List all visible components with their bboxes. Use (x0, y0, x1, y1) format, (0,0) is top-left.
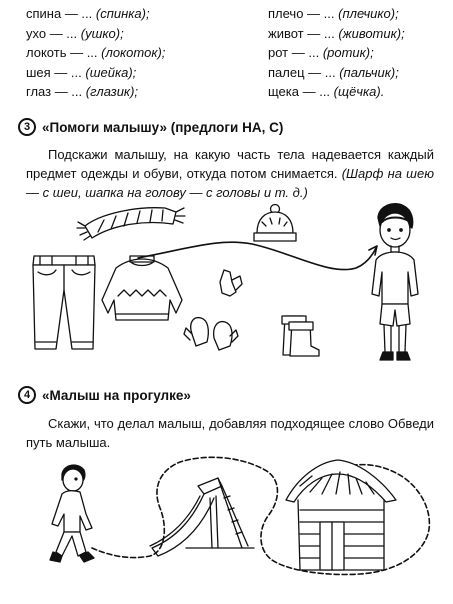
task3-text: Подскажи малышу, на какую часть тела над… (26, 147, 434, 181)
pants-icon (32, 255, 96, 350)
task4-text: Скажи, что делал малыш, добавляя подходя… (26, 416, 434, 450)
hat-icon (253, 203, 297, 242)
task3-number-badge: 3 (18, 118, 36, 136)
word-hint: (ушко); (80, 25, 124, 41)
word-row: ухо — ... (ушко); (26, 24, 165, 44)
word-row: шея — ... (шейка); (26, 63, 165, 83)
task4-number-badge: 4 (18, 386, 36, 404)
word: локоть — ... (26, 45, 98, 61)
word: шея — ... (26, 64, 82, 80)
word: плечо — ... (268, 6, 335, 21)
word-hint: (ротик); (322, 45, 374, 61)
gloves-icon (219, 269, 243, 297)
slide-icon (149, 477, 255, 557)
word-row: рот — ... (ротик); (268, 43, 405, 63)
word: глаз — ... (26, 84, 83, 100)
word-row: живот — ... (животик); (268, 24, 405, 44)
boots-icon (281, 315, 320, 357)
word-hint: (локоток); (101, 45, 166, 61)
word-hint: (щёчка). (333, 84, 385, 100)
walking-boy-icon (49, 464, 95, 563)
word-row: глаз — ... (глазик); (26, 82, 165, 102)
word-hint: (шейка); (85, 64, 137, 80)
task4-heading: 4 «Малыш на прогулке» (18, 386, 191, 404)
word: рот — ... (268, 45, 320, 61)
word-row: плечо — ... (плечико); (268, 4, 405, 24)
word-hint: (животик); (338, 25, 405, 41)
word-hint: (пальчик); (339, 64, 399, 80)
arrow-head-icon (368, 245, 378, 256)
word: живот — ... (268, 25, 335, 41)
word-hint: (плечико); (338, 6, 399, 21)
walking-path (91, 456, 431, 576)
word-list-left: спина — ... (спинка); ухо — ... (ушко); … (26, 4, 165, 102)
word-row: спина — ... (спинка); (26, 4, 165, 24)
task3-instructions: Подскажи малышу, на какую часть тела над… (26, 145, 434, 202)
word: палец — ... (268, 64, 336, 80)
word: спина — ... (26, 6, 93, 21)
task3-example: (Шарф на шею — с шеи, шапка на голову — … (26, 166, 434, 200)
task3-title: «Помоги малышу» (предлоги НА, С) (42, 119, 284, 135)
word-list-right: плечо — ... (плечико); живот — ... (живо… (268, 4, 405, 102)
mittens-icon (183, 316, 239, 351)
word: ухо — ... (26, 25, 78, 41)
house-icon (285, 459, 397, 571)
task4-instructions: Скажи, что делал малыш, добавляя подходя… (26, 414, 434, 452)
task3-heading: 3 «Помоги малышу» (предлоги НА, С) (18, 118, 283, 136)
scarf-icon (76, 207, 186, 241)
word: щека — ... (268, 84, 331, 100)
sweater-icon (101, 255, 183, 321)
arrow-path (137, 241, 377, 271)
word-row: щека — ... (щёчка). (268, 82, 405, 102)
word-row: палец — ... (пальчик); (268, 63, 405, 83)
task4-title: «Малыш на прогулке» (42, 387, 191, 403)
boy-icon (371, 203, 419, 361)
word-row: локоть — ... (локоток); (26, 43, 165, 63)
word-hint: (глазик); (85, 84, 139, 100)
word-hint: (спинка); (95, 6, 150, 21)
